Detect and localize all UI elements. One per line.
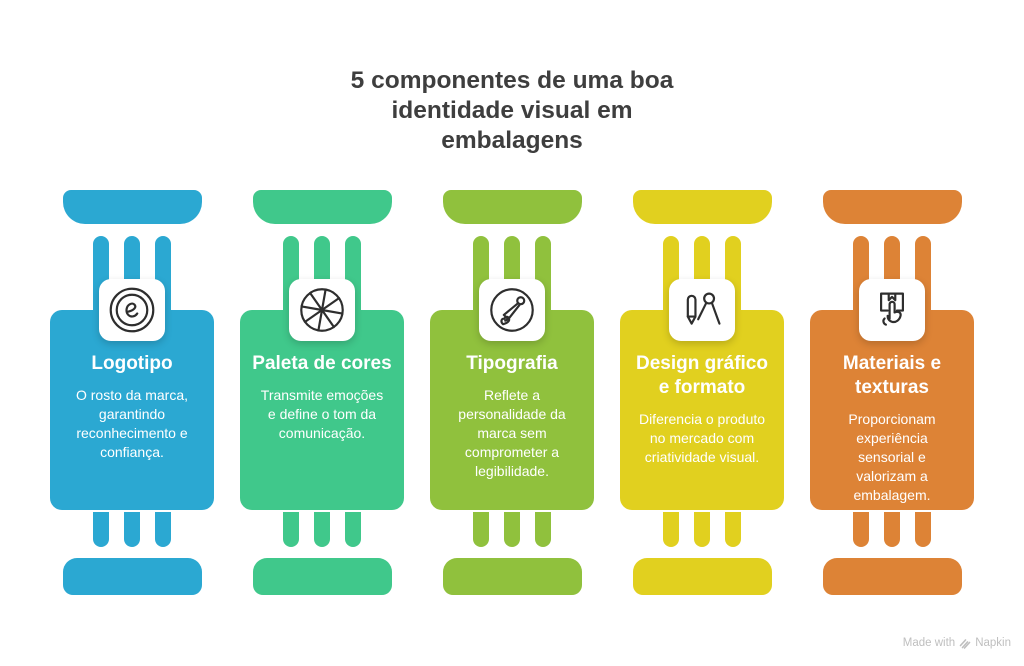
top-cap-shape [632, 190, 772, 224]
bottom-cap-shape [822, 558, 962, 595]
prong [504, 512, 520, 547]
component-description: Transmite emoções e define o tom da comu… [260, 387, 384, 441]
component-paleta-de-cores: Paleta de cores Transmite emoções e defi… [240, 190, 404, 595]
component-design-grafico-e-formato: Design gráfico e formato Diferencia o pr… [620, 190, 784, 595]
bottom-prongs [853, 512, 931, 547]
bottom-cap-shape [252, 558, 392, 595]
bottom-prongs [663, 512, 741, 547]
component-title: Design gráfico e formato [636, 353, 768, 398]
prong [314, 512, 330, 547]
component-card: Design gráfico e formato Diferencia o pr… [620, 310, 784, 510]
bottom-prongs [93, 512, 171, 547]
component-card: Tipografia Reflete a personalidade da ma… [430, 310, 594, 510]
prong [345, 512, 361, 547]
prong [694, 512, 710, 547]
attribution: Made with Napkin [903, 637, 1011, 649]
component-description: Reflete a personalidade da marca sem com… [458, 387, 566, 479]
bottom-prongs [473, 512, 551, 547]
icon-box [859, 279, 925, 341]
bottom-cap-shape [62, 558, 202, 595]
component-tipografia: Tipografia Reflete a personalidade da ma… [430, 190, 594, 595]
bottom-cap-shape [442, 558, 582, 595]
prong [663, 512, 679, 547]
icon-box [99, 279, 165, 341]
icon-box [669, 279, 735, 341]
prong [535, 512, 551, 547]
prong [283, 512, 299, 547]
bottom-prongs [283, 512, 361, 547]
napkin-logo-icon [959, 639, 971, 649]
color-wheel-icon [298, 286, 346, 334]
components-row: Logotipo O rosto da marca, garantindo re… [0, 190, 1024, 595]
component-logotipo: Logotipo O rosto da marca, garantindo re… [50, 190, 214, 595]
prong [725, 512, 741, 547]
component-card: Paleta de cores Transmite emoções e defi… [240, 310, 404, 510]
prong [473, 512, 489, 547]
component-title: Materiais e texturas [842, 353, 942, 398]
prong [915, 512, 931, 547]
prong [93, 512, 109, 547]
component-card: Logotipo O rosto da marca, garantindo re… [50, 310, 214, 510]
icon-box [479, 279, 545, 341]
prong [884, 512, 900, 547]
made-with-label: Made with [902, 637, 956, 649]
top-cap-shape [442, 190, 582, 224]
prong [853, 512, 869, 547]
page-title: 5 componentes de uma boa identidade visu… [350, 67, 674, 155]
brand-label: Napkin [975, 637, 1011, 649]
pencil-compass-icon [678, 286, 726, 334]
bottom-cap-shape [632, 558, 772, 595]
pen-heart-icon [488, 286, 536, 334]
component-description: Proporcionam experiência sensorial e val… [848, 411, 936, 503]
top-cap-shape [252, 190, 392, 224]
prong [124, 512, 140, 547]
logo-e-icon [108, 286, 156, 334]
component-description: O rosto da marca, garantindo reconhecime… [75, 387, 189, 460]
component-title: Paleta de cores [252, 353, 392, 374]
component-description: Diferencia o produto no mercado com cria… [638, 411, 766, 465]
component-card: Materiais e texturas Proporcionam experi… [810, 310, 974, 510]
component-title: Logotipo [91, 353, 173, 374]
prong [155, 512, 171, 547]
component-materiais-e-texturas: Materiais e texturas Proporcionam experi… [810, 190, 974, 595]
package-touch-icon [868, 286, 916, 334]
component-title: Tipografia [466, 353, 558, 374]
top-cap-shape [62, 190, 202, 224]
top-cap-shape [822, 190, 962, 224]
icon-box [289, 279, 355, 341]
